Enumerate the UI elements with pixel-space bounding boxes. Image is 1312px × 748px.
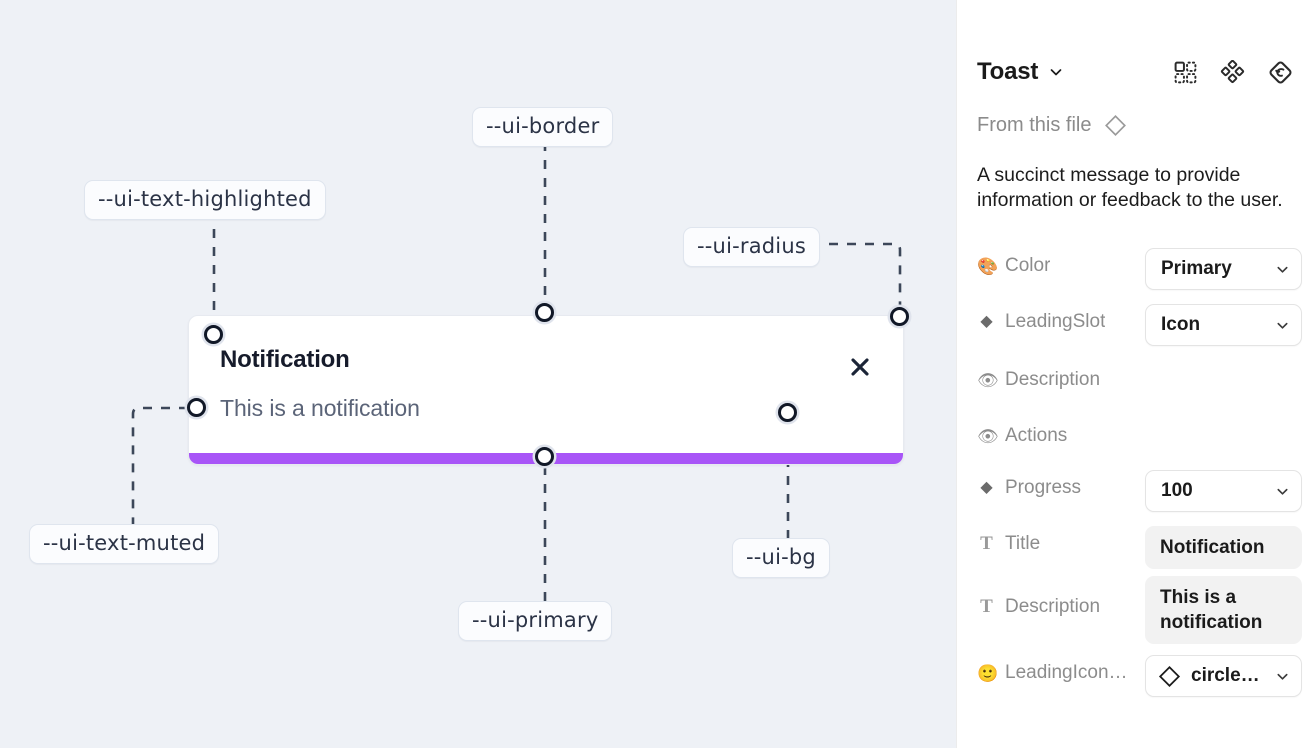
toast-description: This is a notification [220,395,420,421]
text-type-icon: T [980,596,993,617]
property-row-title: T Title Notification [977,526,1302,569]
annotation-marker-ui-text-muted[interactable] [187,398,206,417]
toggle-knob [1115,421,1142,448]
diamond-filled-icon: ◆ [980,313,993,330]
close-x-icon[interactable] [847,354,873,380]
property-row-description-text: T Description This is a notification [977,576,1302,644]
annotation-pill-ui-primary[interactable]: --ui-primary [458,601,613,641]
toggle-knob [1115,365,1142,392]
annotation-marker-ui-radius[interactable] [890,307,909,326]
property-label-color: 🎨 Color [977,255,1051,276]
leadingicon-select[interactable]: circle… [1145,655,1302,697]
diamond-outline-icon [1103,113,1128,138]
property-label-progress: ◆ Progress [977,470,1145,499]
property-row-description-toggle: 👁 Description [977,362,1294,392]
property-label-description-toggle: 👁 Description [977,369,1101,390]
chevron-down-icon [1277,673,1288,680]
chevron-down-icon[interactable] [1048,64,1064,80]
progress-select[interactable]: 100 [1145,470,1302,512]
panel-title: Toast [977,58,1039,85]
color-select-wrap: Primary [1145,248,1302,290]
annotation-marker-ui-primary[interactable] [535,447,554,466]
chevron-down-icon [1277,322,1288,329]
description-input[interactable]: This is a notification [1145,576,1302,644]
property-row-color: 🎨 Color Primary [977,248,1302,290]
from-this-file-row: From this file [977,113,1128,138]
properties-panel: Toast [956,0,1312,748]
chevron-down-icon [1277,266,1288,273]
property-label-leadingslot: ◆ LeadingSlot [977,304,1145,333]
toast-preview-card[interactable]: Notification This is a notification [188,315,904,465]
property-row-actions-toggle: 👁 Actions [977,418,1294,448]
text-type-icon: T [980,533,993,554]
description-field-wrap: This is a notification [1145,576,1302,644]
color-select[interactable]: Primary [1145,248,1302,290]
annotation-pill-ui-bg[interactable]: --ui-bg [732,538,830,578]
property-row-progress: ◆ Progress 100 [977,470,1302,512]
leadingicon-select-wrap: circle… [1145,655,1302,697]
leadingslot-select-wrap: Icon [1145,304,1302,346]
from-this-file-label: From this file [977,114,1092,136]
progress-select-wrap: 100 [1145,470,1302,512]
palette-emoji-icon: 🎨 [977,256,999,276]
annotation-pill-ui-text-muted[interactable]: --ui-text-muted [29,524,220,564]
property-label-leadingicon: 🙂 LeadingIcon… [977,662,1128,683]
design-canvas[interactable]: Notification This is a notification --ui… [0,0,956,748]
property-label-title: T Title [977,526,1145,555]
property-row-leadingicon: 🙂 LeadingIcon… circle… [977,655,1302,697]
title-field-wrap: Notification [1145,526,1302,569]
chevron-down-icon [1277,488,1288,495]
component-summary: A succinct message to provide informatio… [977,164,1283,211]
annotation-pill-ui-radius[interactable]: --ui-radius [683,227,820,267]
annotation-marker-ui-bg[interactable] [778,403,797,422]
variants-cluster-icon[interactable] [1220,59,1245,85]
property-row-leadingslot: ◆ LeadingSlot Icon [977,304,1302,346]
property-label-description-text: T Description [977,576,1145,618]
diamond-filled-icon: ◆ [980,479,993,496]
title-input[interactable]: Notification [1145,526,1302,569]
leadingslot-select[interactable]: Icon [1145,304,1302,346]
annotation-pill-ui-text-highlighted[interactable]: --ui-text-highlighted [84,180,326,220]
property-label-actions-toggle: 👁 Actions [977,425,1068,446]
eye-emoji-icon: 👁 [977,370,999,390]
annotation-marker-ui-text-highlighted[interactable] [204,325,223,344]
diamond-outline-icon [1157,664,1182,689]
reset-diamond-icon[interactable] [1267,59,1294,86]
annotation-pill-ui-border[interactable]: --ui-border [472,107,614,147]
component-grid-icon[interactable] [1173,60,1198,85]
annotation-marker-ui-border[interactable] [535,303,554,322]
eye-emoji-icon: 👁 [977,426,999,446]
toast-title: Notification [220,346,350,373]
smiley-emoji-icon: 🙂 [977,663,999,683]
panel-header: Toast [977,52,1294,92]
